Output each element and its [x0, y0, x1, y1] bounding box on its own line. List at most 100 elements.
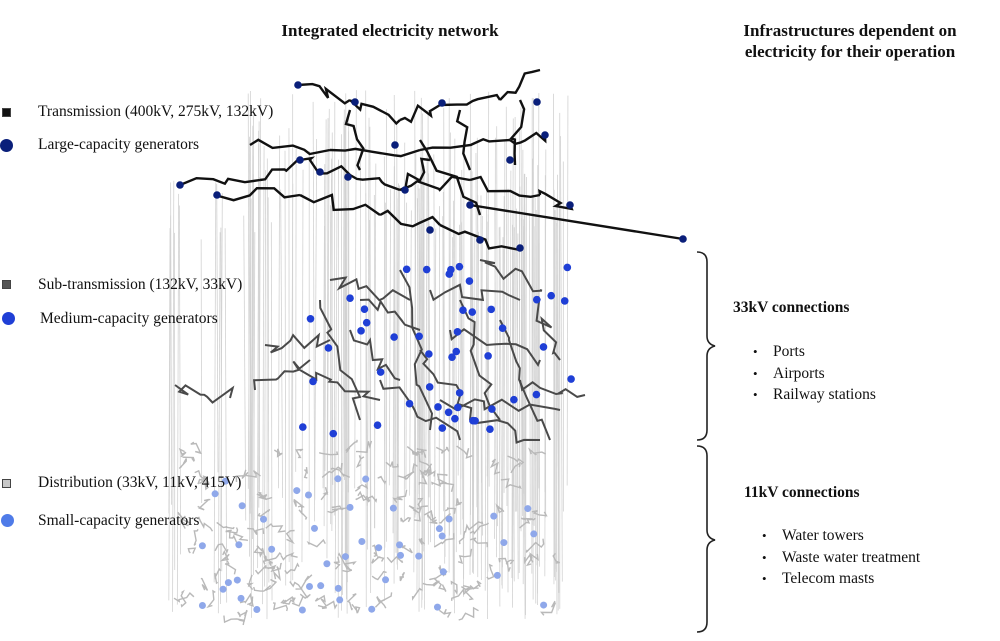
distribution-line	[216, 521, 235, 530]
distribution-line	[284, 562, 300, 575]
vertical-link	[418, 188, 422, 475]
medium-generator	[468, 308, 477, 316]
distribution-line	[317, 600, 338, 610]
large-generator	[401, 186, 409, 194]
vertical-link	[278, 135, 281, 489]
vertical-link	[442, 191, 446, 557]
vertical-link	[518, 186, 521, 529]
small-generator	[368, 605, 376, 613]
vertical-link	[520, 217, 522, 532]
small-generator	[362, 475, 370, 483]
small-generator	[334, 584, 342, 592]
small-generator	[198, 601, 206, 609]
distribution-line	[280, 598, 295, 605]
vertical-link	[499, 226, 503, 586]
distribution-line	[233, 533, 249, 542]
transmission-line	[259, 156, 302, 182]
vertical-link	[262, 146, 265, 605]
medium-generator	[539, 343, 548, 351]
distribution-line	[399, 571, 406, 582]
distribution-line	[320, 487, 329, 501]
distribution-line	[256, 493, 273, 501]
vertical-link	[425, 154, 428, 475]
vertical-link	[200, 239, 203, 504]
title-dependent-line1: Infrastructures dependent on	[743, 21, 957, 40]
vertical-link	[503, 139, 506, 493]
subtransmission-line	[429, 283, 521, 302]
legend-large-generators: Large-capacity generators	[38, 136, 200, 153]
large-generator	[541, 131, 549, 139]
small-generator	[219, 585, 227, 593]
medium-generator	[455, 262, 464, 271]
vertical-link	[168, 215, 172, 601]
distribution-line	[177, 511, 191, 524]
distribution-line	[293, 499, 305, 509]
medium-generator	[402, 265, 411, 274]
distribution-line	[306, 538, 326, 548]
medium-generator	[415, 332, 423, 341]
small-generator	[317, 582, 325, 590]
vertical-link	[220, 227, 223, 572]
vertical-link	[476, 137, 480, 531]
subtransmission-line	[264, 332, 331, 354]
vertical-link	[178, 205, 181, 555]
vertical-link	[333, 101, 336, 516]
distribution-line	[197, 516, 214, 532]
transmission-line	[299, 193, 381, 216]
medium-generator	[532, 295, 541, 304]
small-generator	[211, 490, 219, 498]
medium-generator	[425, 383, 434, 391]
vertical-link	[405, 202, 408, 490]
vertical-link	[409, 210, 412, 496]
distribution-line	[179, 515, 189, 529]
vertical-link	[397, 185, 400, 556]
distribution-line	[253, 546, 264, 558]
vertical-link	[475, 152, 478, 508]
transmission-line	[399, 103, 441, 124]
distribution-line	[372, 544, 378, 558]
subtransmission-legend-icon	[2, 280, 11, 289]
vertical-link	[369, 126, 372, 576]
distribution-line	[314, 594, 327, 606]
subtransmission-line	[419, 349, 473, 421]
vertical-link	[334, 210, 338, 594]
transmission-line	[538, 188, 574, 211]
small-generator	[221, 477, 229, 485]
vertical-link	[433, 154, 436, 482]
distribution-line	[262, 552, 282, 565]
vertical-link	[367, 117, 370, 550]
distribution-line	[435, 446, 450, 454]
medium-generator	[532, 390, 541, 399]
distribution-line	[285, 529, 295, 545]
legend-medium-generators: Medium-capacity generators	[40, 310, 218, 327]
distribution-line	[423, 510, 437, 522]
distribution-line	[392, 489, 408, 504]
large-generator	[294, 81, 302, 89]
subtransmission-line	[499, 319, 551, 441]
transmission-line	[349, 173, 401, 192]
distribution-line	[495, 503, 505, 514]
distribution-line	[303, 467, 309, 479]
small-generator	[298, 606, 306, 614]
distribution-line	[330, 467, 350, 478]
vertical-link	[393, 95, 397, 553]
distribution-line	[280, 552, 298, 561]
distribution-line	[214, 543, 229, 554]
transmission-line	[179, 176, 261, 187]
distribution-line	[355, 494, 371, 503]
distribution-line	[180, 589, 187, 608]
vertical-link	[341, 109, 345, 595]
vertical-link	[314, 139, 318, 501]
connections-33kv-list: Ports Airports Railway stations	[753, 341, 876, 406]
large-generator	[296, 156, 304, 164]
distribution-line	[243, 469, 261, 478]
small-generator	[389, 504, 397, 512]
list-item: Water towers	[762, 525, 920, 547]
medium-generator	[448, 353, 456, 361]
distribution-line	[385, 461, 399, 468]
transmission-line	[249, 138, 331, 156]
subtransmission-line	[253, 359, 311, 391]
vertical-link	[322, 164, 326, 489]
distribution-line	[377, 475, 387, 485]
